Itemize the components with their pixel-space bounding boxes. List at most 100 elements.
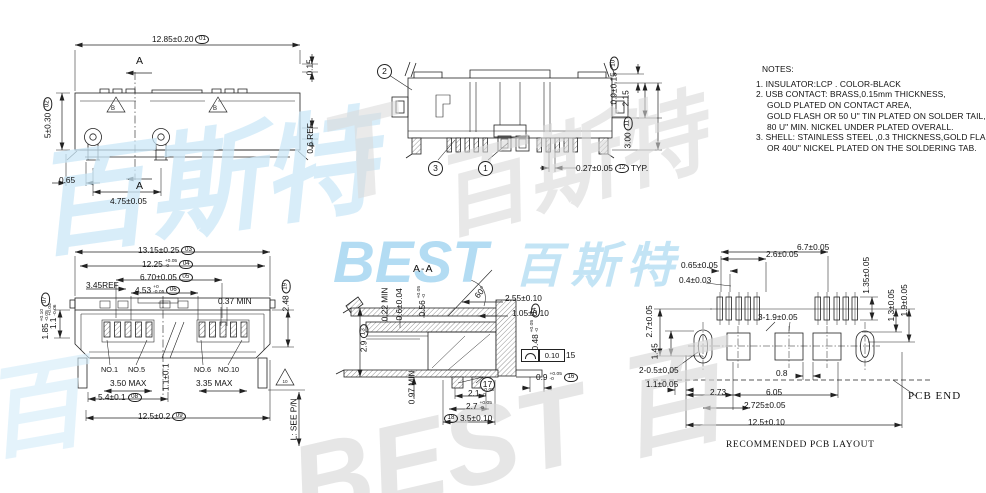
section-title: A-A — [413, 263, 434, 275]
dim-id-bubble: 14 — [530, 303, 540, 318]
dim-text: 2.1 — [468, 387, 480, 398]
dim-text: 2.55±0.10 — [505, 293, 542, 303]
gtol-value-cell: 0.10 — [539, 349, 565, 362]
dim-text: 0.56 — [416, 300, 427, 317]
note-line: 1. INSULATOR:LCP . COLOR-BLACK — [756, 78, 901, 89]
dim-id-bubble: 04 — [179, 259, 194, 269]
dim-text: 5±0.30 — [42, 112, 53, 139]
dim-pcb-135: 1.35±0.05 — [861, 257, 871, 294]
dim-54: 5.4±0.1 08 — [98, 393, 142, 402]
front-view-geometry — [388, 61, 662, 172]
dim-text: 3.45REF — [86, 280, 119, 290]
dim-text: 0.97 MIN — [406, 370, 417, 405]
tol-upper: +0.05 — [549, 372, 562, 377]
dim-text: 12.85±0.20 — [152, 34, 194, 45]
dim-pcb-145: 1.45 — [649, 343, 660, 360]
triangle-note-label: B — [213, 106, 217, 112]
dim-text: L: SEE P/N — [288, 398, 299, 441]
dim-text: 3.00 — [622, 132, 633, 149]
dim-text: 0.37 MIN — [218, 296, 252, 306]
note-line: 2. USB CONTACT: BRASS,0.15mm THICKNESS, — [756, 89, 946, 100]
dim-pcb-13: 1.3±0.05 — [885, 289, 896, 322]
pin-label-no6: NO.6 — [194, 366, 211, 374]
note-line: 80 U" MIN. NICKEL UNDER PLATED OVERALL. — [767, 121, 954, 132]
dim-text: 2.73 — [710, 387, 727, 397]
dim-11a: 1.1 +0.04 -0.06 — [48, 303, 58, 329]
tol-upper: +0 — [153, 285, 159, 290]
dim-id-bubble: 19 — [281, 279, 291, 294]
dim-text: 0.22 MIN — [379, 287, 390, 322]
dim-text: 0.65±0.05 — [681, 260, 718, 270]
dim-065: 0.65 — [59, 176, 75, 185]
dim-text: 6.7±0.05 — [797, 242, 830, 252]
dim-text: 5.4±0.1 — [98, 392, 126, 403]
dim-text: 1.05±0.10 — [512, 308, 549, 318]
pin-label-no1: NO.1 — [101, 366, 118, 374]
dim-id-15: 15 — [566, 351, 575, 360]
dim-text: 2.7 — [466, 400, 478, 411]
dim-022min: 0.22 MIN — [379, 287, 390, 322]
pin-label-no5: NO.5 — [128, 366, 145, 374]
dim-pcb-67: 6.7±0.05 — [797, 243, 829, 252]
dim-length-see-pn: L: SEE P/N — [288, 398, 299, 441]
tolerance: +0.05 -0 — [417, 286, 427, 298]
section-arrow-label-top: A — [136, 55, 144, 67]
dim-text: 12.25 — [142, 258, 163, 269]
dim-text: 3.50 MAX — [110, 378, 147, 388]
dim-text: 1.1±0.1 — [160, 363, 171, 392]
dim-text: 1.45 — [649, 343, 660, 360]
dim-105: 1.05±0.10 — [512, 309, 549, 318]
dim-pcb-273: 2.73 — [710, 388, 726, 397]
dim-text: NO.1 — [101, 365, 119, 374]
dim-id-bubble: 11 — [623, 116, 633, 131]
dim-pcb-2x05: 2-0.5±0.05 — [639, 366, 679, 375]
dim-text: 13.15±0.25 — [138, 245, 180, 256]
section-arrow-label-bottom: A — [136, 180, 144, 192]
dim-09: 0.9±0.15 10 — [609, 56, 619, 105]
tol-lower: -0.06 — [52, 304, 58, 316]
tolerance: +0.05 -0 — [530, 320, 540, 332]
tol-upper: +0.05 — [164, 259, 178, 264]
dim-21: 2.1 +0.05 -0 — [468, 388, 494, 398]
dim-id-bubble: 12 — [614, 164, 629, 173]
dim-text: 3.5±0.10 — [460, 413, 493, 424]
dim-pcb-11: 1.1±0.05 — [646, 380, 678, 389]
dim-text: TYP. — [630, 163, 649, 174]
dim-text: 2.6±0.05 — [766, 249, 799, 259]
dim-text: 1.1 — [47, 317, 58, 330]
dim-text: 2-0.5±0.05 — [639, 365, 679, 375]
dim-text: 0.6 REF — [304, 123, 315, 154]
note-line: GOLD PLATED ON CONTACT AREA, — [767, 100, 912, 111]
note-line: OR 40U" NICKEL PLATED ON THE SOLDERING T… — [767, 142, 977, 153]
dim-text: 15 — [566, 350, 576, 360]
dim-text: 0.4±0.03 — [679, 275, 712, 285]
dim-1225: 12.25 +0.05 -0 04 — [142, 258, 194, 269]
dim-text: 0.27±0.05 — [576, 163, 613, 174]
dim-text: 0.15 — [304, 59, 315, 76]
dim-097min: 0.97 MIN — [406, 370, 417, 405]
tolerance: +0 -0.05 — [153, 285, 164, 295]
dim-27: 2.7 +0.05 -0 — [466, 401, 492, 411]
dim-670: 6.70±0.05 05 — [140, 273, 193, 282]
dim-215: 2.15 — [621, 90, 631, 106]
dim-255: 2.55±0.10 — [505, 294, 542, 303]
dim-29: 2.9 13 — [358, 324, 368, 352]
profile-symbol-icon — [521, 349, 539, 362]
pcb-layout-caption: RECOMMENDED PCB LAYOUT — [726, 440, 875, 451]
dim-027-typ: 0.27±0.05 12 TYP. — [576, 164, 648, 173]
dim-text: 3.35 MAX — [196, 378, 233, 388]
triangle-note-label: 10 — [282, 379, 288, 384]
dim-text: 1.3±0.05 — [885, 289, 896, 322]
dim-text: 0.8 — [776, 368, 788, 378]
dim-pcb-065: 0.65±0.05 — [681, 261, 718, 270]
balloon-17: 17 — [480, 377, 495, 392]
dim-text: 3-1.9±0.05 — [758, 312, 798, 322]
tolerance: +0.04 -0.06 — [48, 303, 58, 315]
dim-id-bubble: 10 — [609, 56, 619, 71]
dim-text: 0.65 — [59, 175, 76, 185]
notes-title: NOTES: — [762, 64, 794, 74]
dim-text: PCB END — [908, 390, 962, 402]
tol-lower: -0 — [535, 327, 541, 333]
dim-text: NO.5 — [128, 365, 146, 374]
